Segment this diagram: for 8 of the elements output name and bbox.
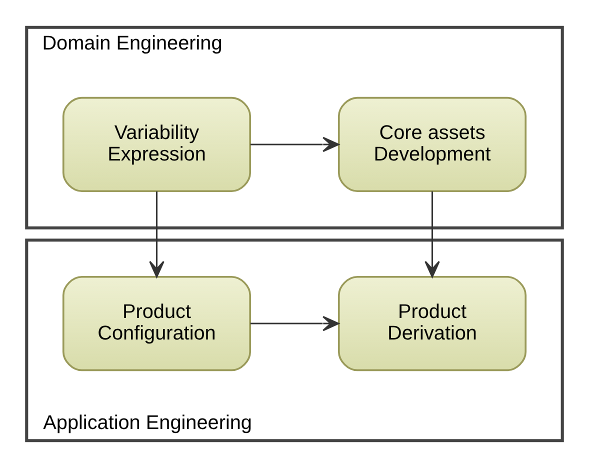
node-box: Product Derivation: [338, 276, 527, 372]
node-box: Variability Expression: [62, 96, 252, 192]
node-box: Product Configuration: [62, 276, 252, 372]
node-box: Core assets Development: [338, 96, 527, 192]
arrow: [149, 191, 164, 278]
arrow: [250, 316, 340, 332]
arrow: [250, 136, 340, 152]
arrow: [424, 191, 440, 278]
